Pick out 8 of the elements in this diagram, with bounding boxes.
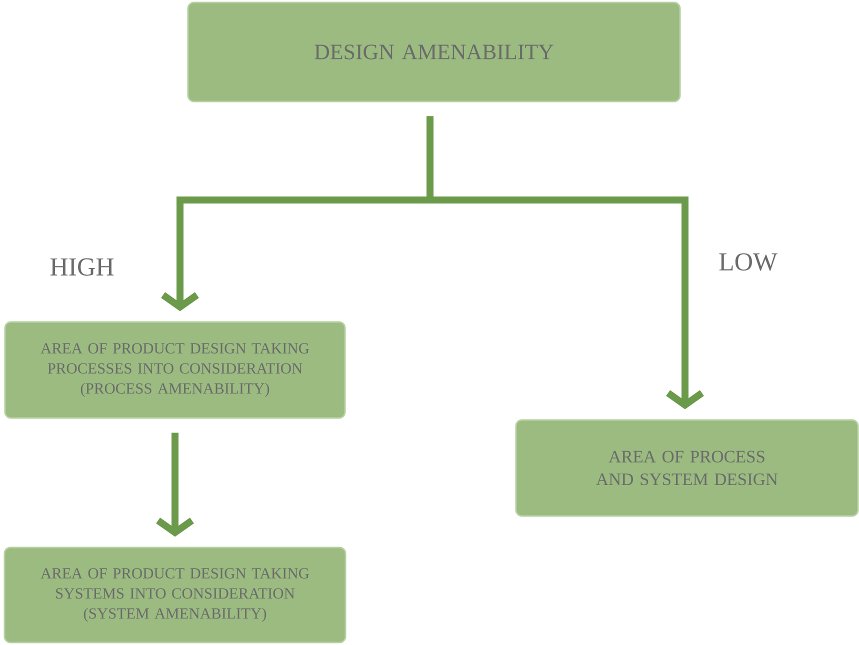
edge-label: HIGH [50,258,114,276]
edge-label: LOW [719,253,778,271]
arrow [156,432,194,537]
arrow [426,116,704,410]
process-box: AREA OF PRODUCT DESIGN TAKING SYSTEMS INTO CONSIDERATION (SYSTEM AMENABILITY) [4,546,346,644]
process-box: AREA OF PROCESS AND SYSTEM DESIGN [515,419,859,517]
process-box: AREA OF PRODUCT DESIGN TAKING PROCESSES INTO CONSIDERATION (PROCESS AMENABILITY) [4,321,346,419]
process-box: DESIGN AMENABILITY [187,2,681,102]
